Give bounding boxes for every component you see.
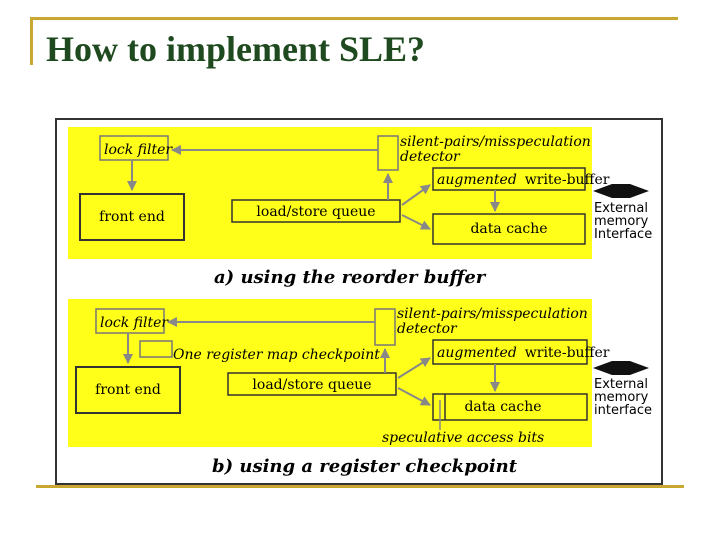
diagram-a: lock filter silent-pairs/misspeculation … <box>68 127 652 288</box>
ext-label-b-3: interface <box>594 403 652 418</box>
write-buffer-label-b: augmented write-buffer <box>437 344 610 361</box>
lock-filter-box-a <box>99 135 169 161</box>
ext-label-a-1: External <box>594 201 648 216</box>
lsq-label-a: load/store queue <box>256 204 375 220</box>
frame-left-line <box>30 17 33 65</box>
data-cache-label-b: data cache <box>464 399 541 415</box>
ext-label-b-1: External <box>594 377 648 392</box>
ext-label-a-2: memory <box>594 214 649 229</box>
detector-label-a-1: silent-pairs/misspeculation <box>400 134 591 150</box>
lsq-box-a <box>231 199 401 223</box>
external-memory-arrow-b <box>593 361 649 375</box>
caption-b: b) using a register checkpoint <box>212 456 518 477</box>
frame-bottom-line <box>36 485 684 488</box>
ext-label-b-2: memory <box>594 390 649 405</box>
detector-label-b-2: detector <box>397 321 458 337</box>
lock-filter-label-b: lock filter <box>100 315 169 331</box>
front-end-box-a <box>79 193 185 241</box>
lock-filter-label-a: lock filter <box>104 142 173 158</box>
front-end-label-a: front end <box>99 209 165 225</box>
checkpoint-box-b <box>139 340 173 358</box>
data-cache-box-b <box>432 393 588 421</box>
slide-title: How to implement SLE? <box>46 29 426 69</box>
front-end-label-b: front end <box>95 382 161 398</box>
detector-label-a-2: detector <box>400 149 461 165</box>
frame-top-line <box>30 17 678 20</box>
lsq-label-b: load/store queue <box>252 377 371 393</box>
diagram-b: lock filter One register map checkpoint … <box>68 299 652 477</box>
arrow-lsq-to-writebuffer-a <box>401 184 431 206</box>
data-cache-label-a: data cache <box>470 221 547 237</box>
write-buffer-box-a <box>432 167 586 191</box>
spec-bits-label-b: speculative access bits <box>382 430 544 446</box>
ext-label-a-3: Interface <box>594 227 652 242</box>
detector-box-a <box>377 135 399 171</box>
detector-label-b-1: silent-pairs/misspeculation <box>397 306 588 322</box>
write-buffer-box-b <box>432 339 588 365</box>
external-memory-arrow-a <box>593 184 649 198</box>
arrow-lsq-to-writebuffer-b <box>397 357 431 379</box>
arrow-lsq-to-datacache-b <box>397 387 431 406</box>
front-end-box-b <box>75 366 181 414</box>
data-cache-box-a <box>432 213 586 245</box>
arrow-lsq-to-datacache-a <box>401 214 431 230</box>
detector-box-b <box>374 308 396 346</box>
write-buffer-label-a: augmented write-buffer <box>437 171 610 188</box>
lsq-box-b <box>227 372 397 396</box>
checkpoint-label-b: One register map checkpoint <box>173 347 380 363</box>
caption-a: a) using the reorder buffer <box>214 267 487 288</box>
lock-filter-box-b <box>95 308 165 334</box>
